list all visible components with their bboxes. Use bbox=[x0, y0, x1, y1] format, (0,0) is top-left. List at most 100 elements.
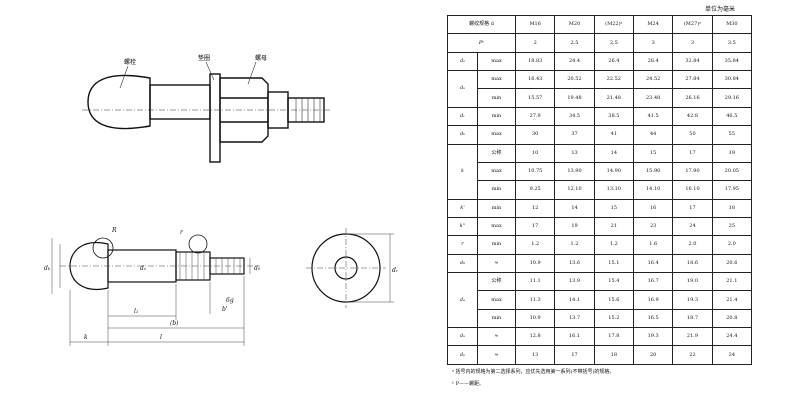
header-cell: M20 bbox=[554, 14, 595, 35]
row-qualifier: min bbox=[476, 180, 517, 200]
table-cell: 26.4 bbox=[593, 51, 635, 72]
table-cell: 2 bbox=[515, 33, 556, 53]
unit-label: 单位为毫米 bbox=[705, 6, 736, 13]
row-qualifier: min bbox=[476, 308, 517, 329]
row-qualifier: ≈ bbox=[476, 253, 517, 274]
bolt-drawing: 螺栓 垫圈 螺母 R r dₖ dₛ d₀ bbox=[44, 54, 398, 346]
table-cell: 16.5 bbox=[632, 308, 674, 329]
table-cell: 21.48 bbox=[593, 88, 635, 108]
table-cell: 23 bbox=[632, 216, 674, 237]
row-qualifier: 公称 bbox=[476, 272, 517, 292]
dim-l: l bbox=[160, 334, 162, 341]
table-cell: 32.84 bbox=[672, 51, 713, 72]
table-cell: 24.52 bbox=[632, 70, 674, 90]
table-cell: 2.5 bbox=[593, 33, 635, 53]
row-symbol: dₐ bbox=[447, 51, 478, 72]
row-symbol: k bbox=[447, 143, 478, 200]
table-cell: 16.7 bbox=[632, 272, 674, 292]
table-cell: 10.9 bbox=[515, 253, 556, 274]
row-qualifier: ≈ bbox=[476, 327, 517, 347]
table-cell: 24.4 bbox=[711, 327, 753, 347]
table-cell: 19 bbox=[554, 216, 595, 237]
table-cell: 9.25 bbox=[515, 180, 556, 200]
footnote-b: ᵇ P——螺距。 bbox=[452, 381, 484, 387]
dim-ds: dₛ bbox=[140, 265, 146, 272]
table-cell: 30 bbox=[515, 125, 556, 145]
bolt-head-outline bbox=[87, 74, 151, 130]
nut-outline bbox=[219, 77, 269, 143]
header-cell: M16 bbox=[515, 14, 556, 35]
table-cell: 22.52 bbox=[593, 70, 635, 90]
detail-circle-1 bbox=[92, 237, 114, 259]
table-cell: 15.6 bbox=[593, 290, 635, 310]
row-qualifier: max bbox=[476, 70, 517, 90]
table-cell: 38.5 bbox=[593, 106, 635, 127]
table-cell: 27.9 bbox=[515, 106, 556, 127]
row-symbol: r bbox=[447, 235, 478, 255]
table-cell: 16.10 bbox=[672, 180, 713, 200]
table-cell: 19.48 bbox=[554, 88, 595, 108]
table-cell: 19 bbox=[711, 143, 753, 163]
label-washer: 垫圈 bbox=[198, 54, 210, 62]
table-cell: 22 bbox=[672, 345, 713, 365]
table-cell: 24.4 bbox=[554, 51, 595, 72]
washer-outline bbox=[209, 73, 221, 163]
dim-thread-note: 6g bbox=[226, 297, 234, 304]
table-cell: 46.5 bbox=[711, 106, 753, 127]
table-cell: 1.2 bbox=[515, 235, 556, 255]
label-bolt: 螺栓 bbox=[124, 58, 136, 66]
row-qualifier: ≈ bbox=[476, 345, 517, 365]
row-symbol: dₑ bbox=[447, 272, 478, 329]
row-qualifier: min bbox=[476, 88, 517, 108]
table-cell: 17.95 bbox=[711, 180, 753, 200]
table-cell: 19.0 bbox=[672, 272, 713, 292]
dim-dw: dᵥ bbox=[392, 267, 398, 274]
table-cell: 16 bbox=[632, 198, 674, 218]
header-cell: M24 bbox=[632, 14, 674, 35]
table-cell: 20.6 bbox=[711, 253, 753, 274]
table-cell: 10 bbox=[515, 143, 556, 163]
row-symbol: k'' bbox=[447, 216, 478, 237]
table-cell: 18.6 bbox=[672, 253, 713, 274]
table-cell: 42.8 bbox=[672, 106, 713, 127]
table-cell: 15.4 bbox=[593, 272, 635, 292]
table-cell: 30.84 bbox=[711, 70, 753, 90]
table-cell: 26.16 bbox=[672, 88, 713, 108]
table-cell: 55 bbox=[711, 125, 753, 145]
table-cell: 17 bbox=[515, 216, 556, 237]
dim-d0: d₀ bbox=[254, 265, 261, 272]
table-cell: 13 bbox=[515, 345, 556, 365]
table-cell: 17.90 bbox=[672, 161, 713, 182]
table-cell: 14.1 bbox=[554, 290, 595, 310]
table-cell: 13.6 bbox=[554, 253, 595, 274]
table-cell: 23.48 bbox=[632, 88, 674, 108]
table-cell: 21.1 bbox=[711, 272, 753, 292]
dim-k: k bbox=[84, 334, 88, 341]
table-cell: 18.7 bbox=[672, 308, 713, 329]
table-cell: 3.5 bbox=[711, 33, 753, 53]
row-qualifier: min bbox=[476, 235, 517, 255]
table-cell: 50 bbox=[672, 125, 713, 145]
row-symbol: dₛ bbox=[447, 70, 478, 108]
table-cell: 16.9 bbox=[632, 290, 674, 310]
table-cell: 15 bbox=[593, 198, 635, 218]
table-cell: 20.52 bbox=[554, 70, 595, 90]
table-cell: 13 bbox=[554, 143, 595, 163]
header-cell: 螺纹规格 d bbox=[446, 14, 517, 35]
table-cell: 3 bbox=[672, 33, 713, 53]
table-cell: 11.1 bbox=[515, 272, 556, 292]
table-cell: 18 bbox=[711, 198, 753, 218]
table-cell: 20 bbox=[632, 345, 674, 365]
label-nut: 螺母 bbox=[255, 54, 267, 62]
table-cell: 19.3 bbox=[672, 290, 713, 310]
table-cell: 14.90 bbox=[593, 161, 635, 182]
